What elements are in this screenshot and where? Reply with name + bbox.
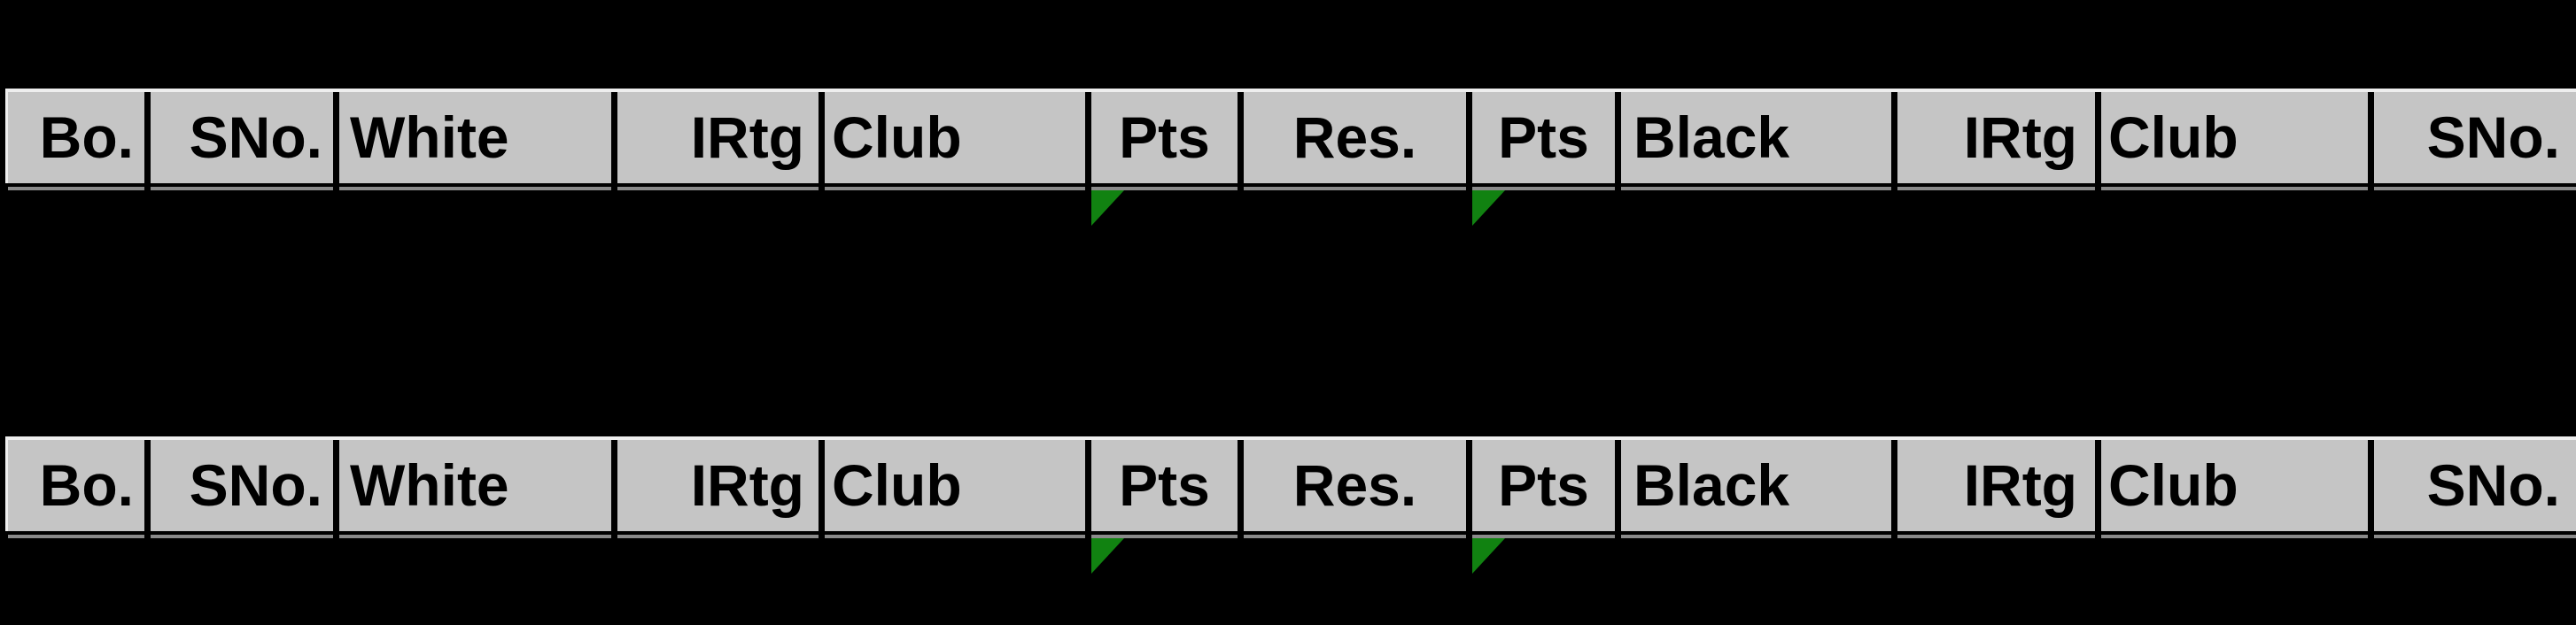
gridline-row xyxy=(8,535,2576,538)
header-cell-sno-11: SNo. xyxy=(2374,92,2576,183)
header-cell-sno-1: SNo. xyxy=(151,440,333,531)
gridline-segment xyxy=(825,187,1085,190)
header-cell-sno-1: SNo. xyxy=(151,92,333,183)
gridline-segment xyxy=(2374,535,2576,538)
header-cell-irtg-3: IRtg xyxy=(617,92,819,183)
header-cell-white-2: White xyxy=(339,92,611,183)
header-cell-club-4: Club xyxy=(825,92,1085,183)
header-cell-club-10: Club xyxy=(2101,92,2368,183)
gridline-segment xyxy=(1472,187,1615,190)
gridline-segment xyxy=(617,187,819,190)
header-cell-bo-0: Bo. xyxy=(8,92,144,183)
gridline-segment xyxy=(1472,535,1615,538)
header-cell-pts-7: Pts xyxy=(1472,92,1615,183)
header-cell-res-6: Res. xyxy=(1244,440,1466,531)
gridline-segment xyxy=(1897,187,2095,190)
gridline-segment xyxy=(825,535,1085,538)
gridline-segment xyxy=(1091,187,1238,190)
header-cell-irtg-9: IRtg xyxy=(1897,440,2095,531)
gridline-segment xyxy=(1091,535,1238,538)
green-corner-triangle-icon xyxy=(1472,538,1505,574)
header-cell-club-10: Club xyxy=(2101,440,2368,531)
gridline-segment xyxy=(151,535,333,538)
header-cell-black-8: Black xyxy=(1621,440,1891,531)
gridline-segment xyxy=(2101,187,2368,190)
header-cell-pts-7: Pts xyxy=(1472,440,1615,531)
gridline-segment xyxy=(8,187,144,190)
header-cell-irtg-3: IRtg xyxy=(617,440,819,531)
green-corner-triangle-icon xyxy=(1091,190,1124,226)
gridline-segment xyxy=(1621,535,1891,538)
header-cell-pts-5: Pts xyxy=(1091,440,1238,531)
header-cell-bo-0: Bo. xyxy=(8,440,144,531)
header-cell-sno-11: SNo. xyxy=(2374,440,2576,531)
header-cell-res-6: Res. xyxy=(1244,92,1466,183)
gridline-row xyxy=(8,187,2576,190)
header-cell-pts-5: Pts xyxy=(1091,92,1238,183)
gridline-segment xyxy=(1244,535,1466,538)
gridline-segment xyxy=(339,187,611,190)
header-cell-irtg-9: IRtg xyxy=(1897,92,2095,183)
green-corner-triangle-icon xyxy=(1472,190,1505,226)
gridline-segment xyxy=(2374,187,2576,190)
gridline-segment xyxy=(8,535,144,538)
row-top-border xyxy=(5,89,2576,92)
header-cell-black-8: Black xyxy=(1621,92,1891,183)
header-cell-club-4: Club xyxy=(825,440,1085,531)
gridline-segment xyxy=(2101,535,2368,538)
gridline-segment xyxy=(1244,187,1466,190)
gridline-segment xyxy=(617,535,819,538)
gridline-segment xyxy=(339,535,611,538)
header-cell-white-2: White xyxy=(339,440,611,531)
row-top-border xyxy=(5,436,2576,440)
gridline-segment xyxy=(1897,535,2095,538)
green-corner-triangle-icon xyxy=(1091,538,1124,574)
gridline-segment xyxy=(151,187,333,190)
gridline-segment xyxy=(1621,187,1891,190)
